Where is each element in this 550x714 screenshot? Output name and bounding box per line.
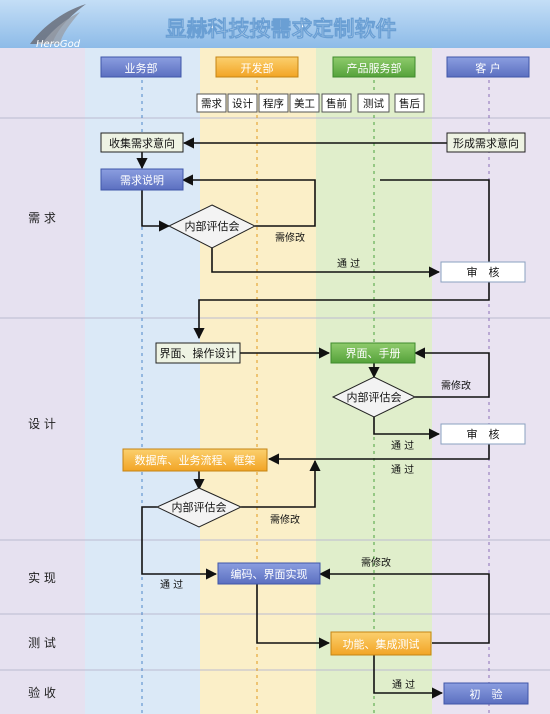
dev-role-label-0: 需求 bbox=[201, 98, 222, 110]
svg-text:需求说明: 需求说明 bbox=[120, 173, 164, 187]
node-database-framework: 数据库、业务流程、框架 bbox=[122, 448, 268, 472]
label-revise-2: 需修改 bbox=[441, 379, 471, 392]
page-title: 显赫科技按需求定制软件 bbox=[166, 17, 397, 41]
svg-text:收集需求意向: 收集需求意向 bbox=[109, 136, 175, 150]
product-role-box-0 bbox=[321, 93, 352, 113]
node-review-meeting-1: 内部评估会 bbox=[167, 204, 257, 249]
product-role-label-1: 测试 bbox=[363, 97, 384, 110]
logo-text: HeroGod bbox=[36, 39, 81, 50]
label-pass-1: 通 过 bbox=[337, 257, 360, 270]
dev-role-box-1 bbox=[227, 93, 258, 113]
product-role-box-1 bbox=[357, 93, 390, 113]
dev-role-label-3: 美工 bbox=[294, 97, 315, 110]
lane-dev-bg bbox=[200, 48, 316, 714]
dev-role-box-0 bbox=[196, 93, 227, 113]
lane-dev-label: 开发部 bbox=[241, 61, 274, 75]
edge-review3-pass bbox=[141, 506, 218, 580]
lane-customer-label: 客 户 bbox=[475, 61, 501, 75]
edge-review2-revise bbox=[413, 347, 490, 398]
lane-header-business: 业务部 bbox=[100, 56, 182, 78]
phase-column bbox=[0, 48, 85, 714]
svg-text:内部评估会: 内部评估会 bbox=[185, 219, 240, 233]
phase-label-acceptance: 验 收 bbox=[28, 685, 56, 700]
node-final-acceptance: 初 验 bbox=[443, 682, 529, 705]
node-review-meeting-2: 内部评估会 bbox=[331, 376, 417, 418]
product-role-label-0: 售前 bbox=[326, 97, 347, 110]
node-requirement-spec: 需求说明 bbox=[100, 168, 184, 191]
phase-label-testing: 测 试 bbox=[28, 635, 56, 650]
dev-role-box-3 bbox=[289, 93, 320, 113]
edge-approve2-to-database bbox=[267, 444, 490, 465]
node-review-meeting-3: 内部评估会 bbox=[155, 487, 243, 528]
node-form-requirements: 形成需求意向 bbox=[446, 132, 526, 153]
product-role-box-2 bbox=[394, 93, 425, 113]
phase-label-implementation: 实 现 bbox=[28, 570, 56, 585]
edge-labels: 需修改 通 过 需修改 通 过 通 过 需修改 通 过 需修改 通 过 bbox=[160, 231, 471, 691]
label-pass-4: 通 过 bbox=[160, 578, 183, 591]
node-ui-manual: 界面、手册 bbox=[330, 342, 416, 364]
edge-coding-to-testing bbox=[256, 584, 331, 649]
flow-connectors bbox=[136, 137, 490, 699]
svg-text:审 核: 审 核 bbox=[467, 265, 500, 279]
lane-header-dev: 开发部 bbox=[215, 56, 299, 78]
svg-text:编码、界面实现: 编码、界面实现 bbox=[231, 567, 308, 581]
phase-label-design: 设 计 bbox=[28, 417, 56, 431]
svg-text:初 验: 初 验 bbox=[470, 687, 503, 701]
edge-testing-revise bbox=[318, 568, 490, 644]
edge-approve1-to-design bbox=[193, 282, 490, 340]
svg-text:内部评估会: 内部评估会 bbox=[347, 390, 402, 404]
herogod-logo: HeroGod bbox=[30, 4, 86, 50]
node-collect-requirements: 收集需求意向 bbox=[100, 132, 184, 153]
phase-label-requirements: 需 求 bbox=[28, 211, 56, 225]
edge-review1-revise bbox=[181, 174, 316, 227]
product-role-label-2: 售后 bbox=[399, 97, 420, 110]
edge-review2-pass bbox=[373, 417, 441, 440]
product-role-row: 售前 测试 售后 bbox=[321, 93, 425, 113]
node-coding-ui: 编码、界面实现 bbox=[217, 562, 321, 585]
svg-text:界面、手册: 界面、手册 bbox=[346, 346, 401, 360]
node-approve-1: 审 核 bbox=[440, 261, 526, 283]
label-revise-4: 需修改 bbox=[361, 556, 391, 569]
node-function-integration-test: 功能、集成测试 bbox=[330, 631, 432, 656]
dev-role-row: 需求设计程序美工 bbox=[196, 93, 320, 113]
svg-text:数据库、业务流程、框架: 数据库、业务流程、框架 bbox=[135, 453, 256, 467]
edge-spec-to-review1 bbox=[141, 190, 171, 232]
label-pass-2: 通 过 bbox=[391, 439, 414, 452]
label-revise-3: 需修改 bbox=[270, 513, 300, 526]
phase-dividers bbox=[0, 117, 550, 671]
lane-product-label: 产品服务部 bbox=[347, 61, 402, 75]
dev-role-box-2 bbox=[258, 93, 289, 113]
edge-approve1-back bbox=[380, 179, 490, 262]
node-approve-2: 审 核 bbox=[440, 423, 526, 445]
label-pass-3: 通 过 bbox=[391, 463, 414, 476]
label-revise-1: 需修改 bbox=[275, 231, 305, 244]
edge-review3-revise bbox=[241, 459, 321, 508]
lane-header-customer: 客 户 bbox=[446, 56, 530, 78]
lane-customer-bg bbox=[432, 48, 550, 714]
dev-role-label-1: 设计 bbox=[232, 97, 253, 110]
header-bar bbox=[0, 0, 550, 48]
node-ui-operation-design: 界面、操作设计 bbox=[155, 342, 241, 364]
lane-header-product: 产品服务部 bbox=[332, 56, 416, 78]
label-pass-5: 通 过 bbox=[392, 678, 415, 691]
svg-text:审 核: 审 核 bbox=[467, 427, 500, 441]
lane-business-label: 业务部 bbox=[125, 61, 158, 75]
dev-role-label-2: 程序 bbox=[263, 97, 284, 110]
svg-text:形成需求意向: 形成需求意向 bbox=[453, 136, 519, 150]
edge-testing-pass bbox=[373, 655, 444, 699]
svg-text:界面、操作设计: 界面、操作设计 bbox=[160, 346, 237, 360]
edge-review1-pass bbox=[211, 248, 441, 278]
svg-text:功能、集成测试: 功能、集成测试 bbox=[343, 637, 420, 651]
svg-text:内部评估会: 内部评估会 bbox=[172, 500, 227, 514]
